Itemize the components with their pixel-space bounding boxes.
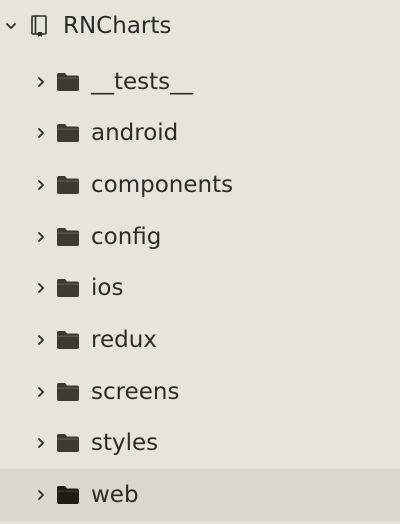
- chevron-right-icon[interactable]: [34, 385, 48, 399]
- folder-icon: [56, 278, 80, 298]
- folder-label: screens: [91, 378, 180, 405]
- folder-icon: [56, 175, 80, 195]
- folder-row[interactable]: components: [0, 159, 400, 211]
- folder-label: android: [91, 119, 179, 146]
- folder-row[interactable]: android: [0, 107, 400, 159]
- root-label: RNCharts: [63, 12, 172, 39]
- folder-icon: [56, 485, 80, 505]
- folder-label: components: [91, 171, 234, 198]
- chevron-right-icon[interactable]: [34, 333, 48, 347]
- chevron-right-icon[interactable]: [34, 178, 48, 192]
- chevron-down-icon[interactable]: [4, 19, 18, 33]
- folder-label: __tests__: [91, 68, 194, 95]
- chevron-right-icon[interactable]: [34, 75, 48, 89]
- chevron-right-icon[interactable]: [34, 488, 48, 502]
- folder-icon: [56, 433, 80, 453]
- chevron-right-icon[interactable]: [34, 436, 48, 450]
- folder-label: styles: [91, 429, 159, 456]
- folder-row[interactable]: __tests__: [0, 56, 400, 108]
- folder-row[interactable]: ios: [0, 262, 400, 314]
- folder-label: web: [91, 481, 139, 508]
- folder-label: ios: [91, 274, 124, 301]
- folder-icon: [56, 330, 80, 350]
- folder-icon: [56, 382, 80, 402]
- folder-row[interactable]: config: [0, 211, 400, 263]
- folder-row[interactable]: styles: [0, 417, 400, 469]
- folder-row-selected[interactable]: web: [0, 469, 400, 521]
- folder-icon: [56, 123, 80, 143]
- folder-icon: [56, 227, 80, 247]
- repo-book-icon: [30, 14, 48, 38]
- folder-row[interactable]: redux: [0, 314, 400, 366]
- folder-label: config: [91, 223, 162, 250]
- folder-icon: [56, 72, 80, 92]
- chevron-right-icon[interactable]: [34, 281, 48, 295]
- folder-label: redux: [91, 326, 157, 353]
- chevron-right-icon[interactable]: [34, 126, 48, 140]
- chevron-right-icon[interactable]: [34, 230, 48, 244]
- tree-root-rncharts[interactable]: RNCharts: [0, 0, 400, 52]
- folder-row[interactable]: screens: [0, 366, 400, 418]
